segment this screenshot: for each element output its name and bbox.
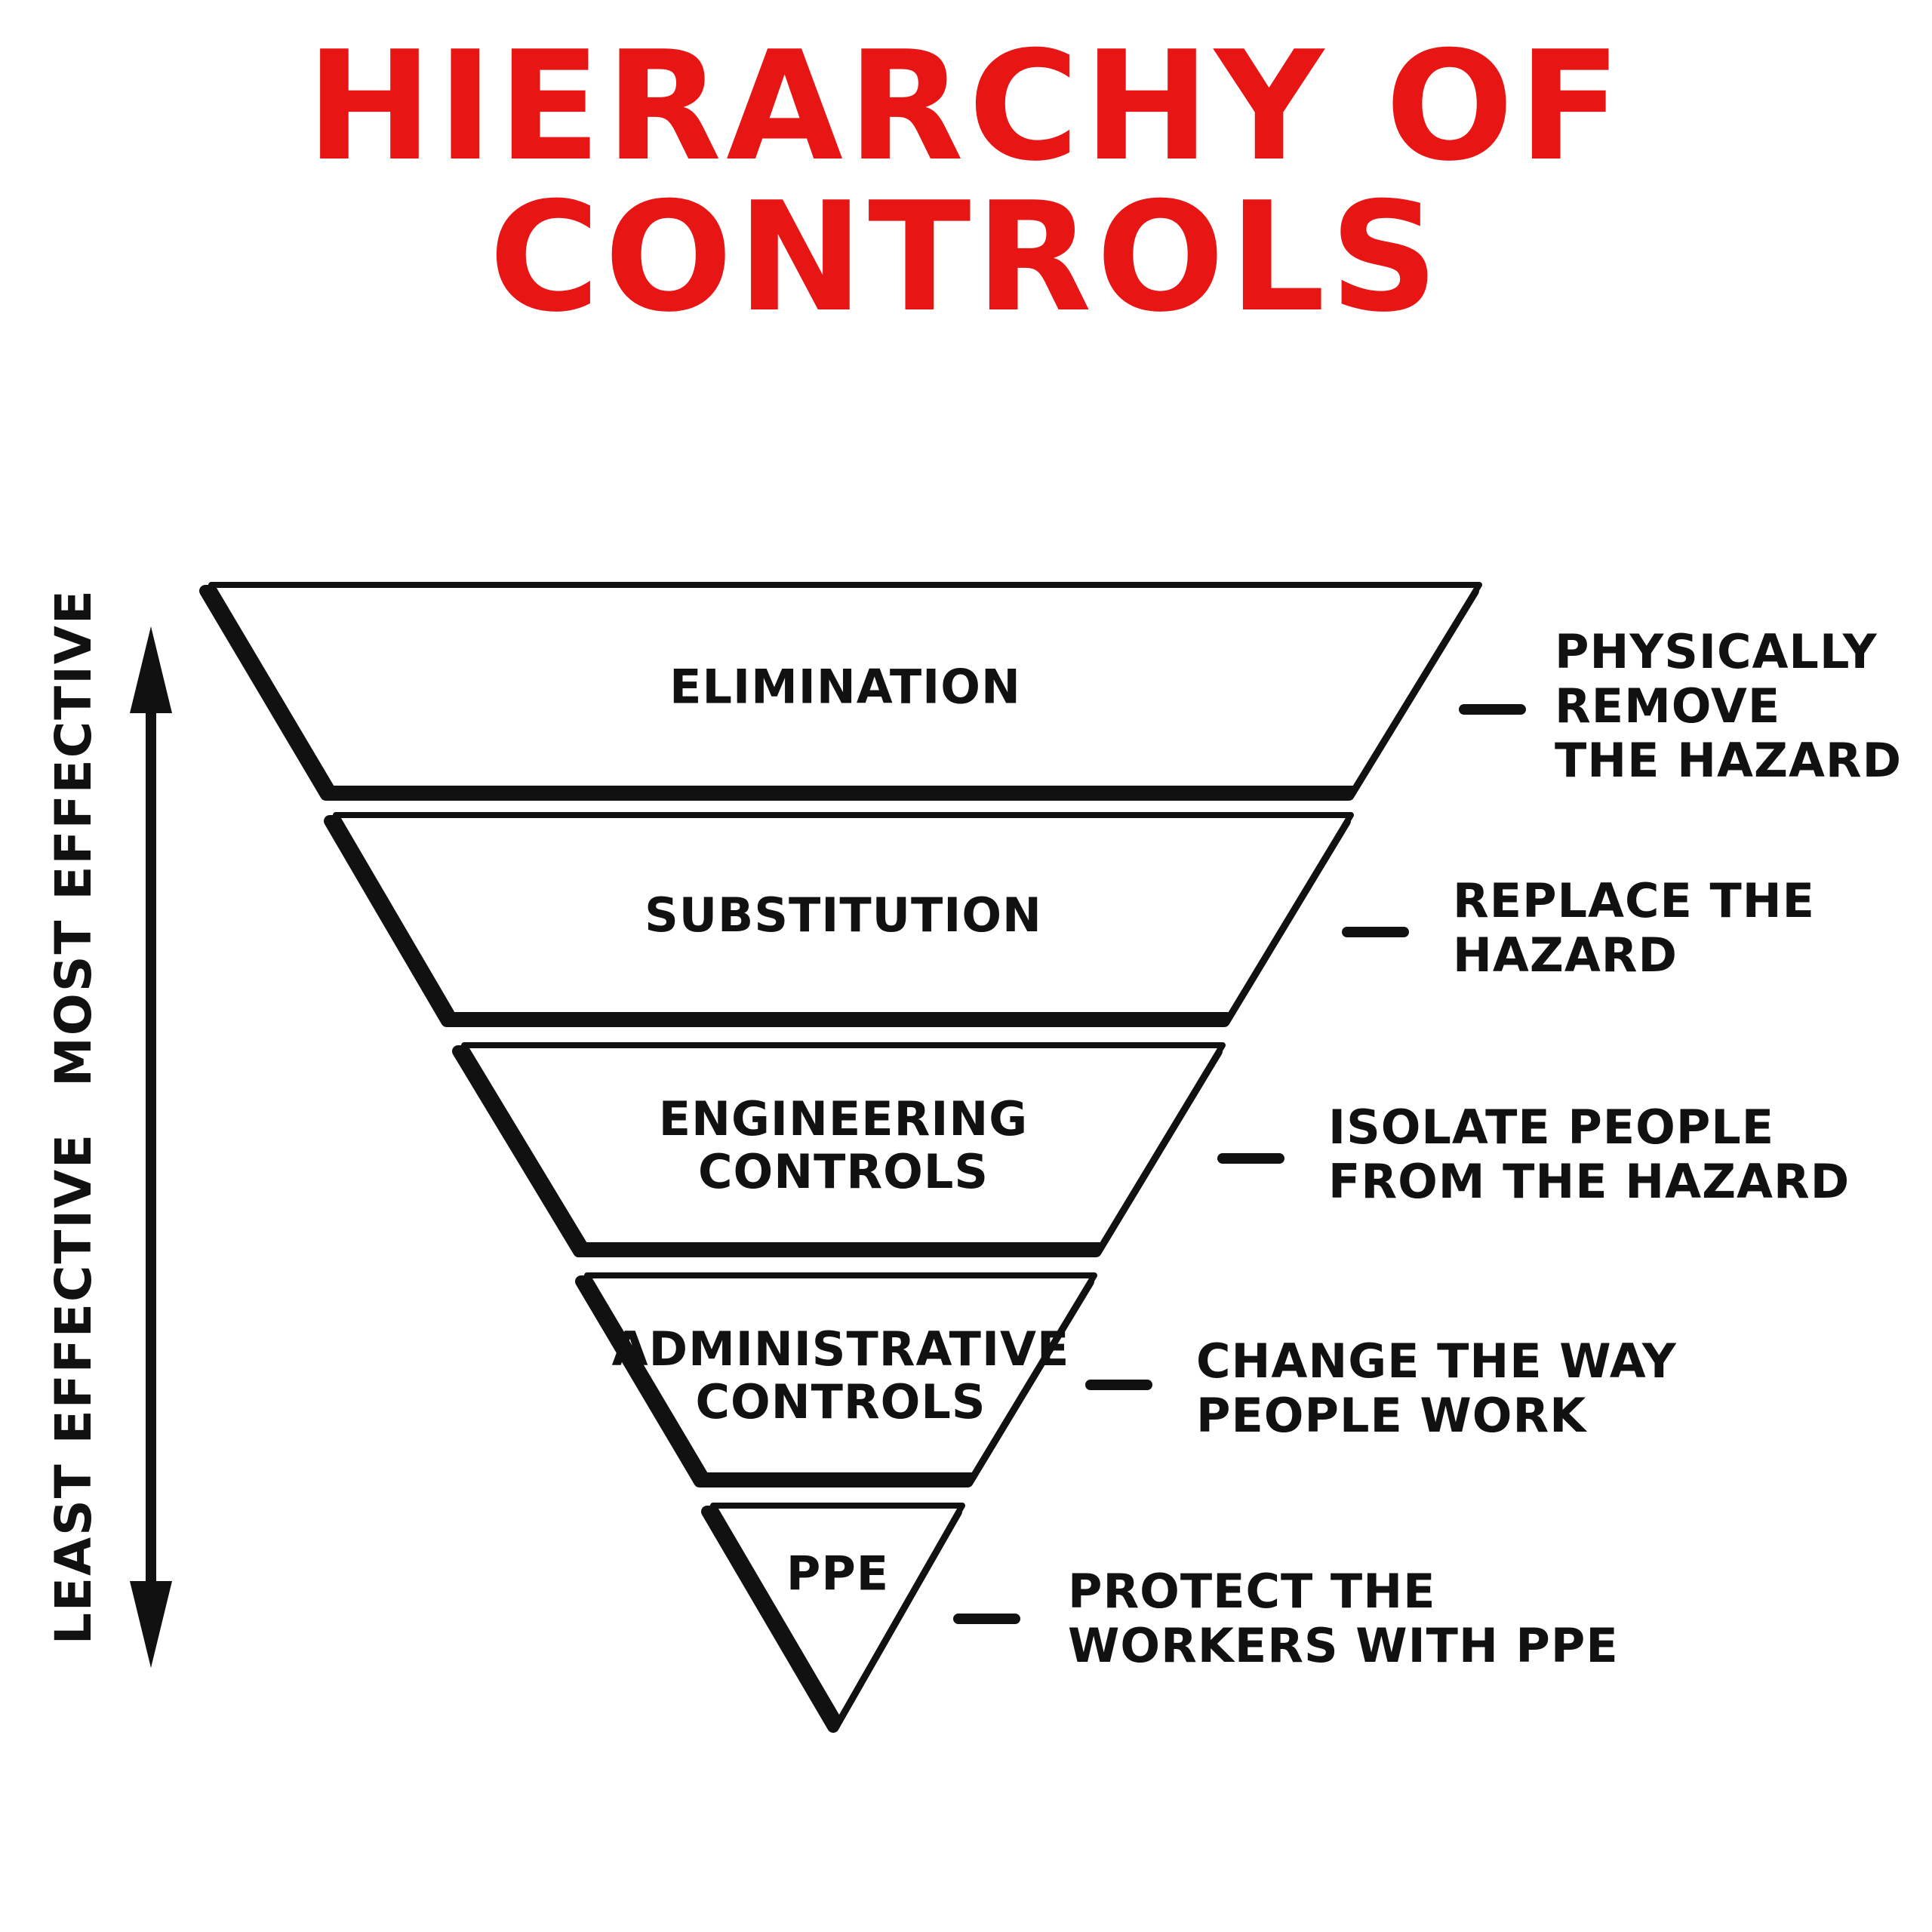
level-description-line: FROM THE HAZARD [1328,1154,1850,1209]
level-shape [710,1503,965,1724]
level-description-line: ISOLATE PEOPLE [1328,1100,1774,1155]
title: HIERARCHY OF CONTROLS [306,19,1626,346]
level-shape [208,582,1482,792]
level-name-line: ENGINEERING [659,1091,1028,1146]
level-name-line: PPE [786,1546,889,1601]
level-description-line: WORKERS WITH PPE [1068,1618,1619,1673]
level-description-line: PHYSICALLY [1555,624,1878,679]
level-shape [333,812,1354,1018]
title-line-2: CONTROLS [489,170,1443,346]
level-name-line: ADMINISTRATIVE [612,1321,1070,1377]
level-description-line: PROTECT THE [1068,1564,1435,1619]
level-shape [584,1272,1097,1478]
level-name-line: CONTROLS [696,1374,986,1429]
axis-arrow-down-icon [130,1581,172,1668]
level-name-line: SUBSTITUTION [645,888,1042,943]
level-description-line: REMOVE [1555,678,1780,734]
most-effective-label: MOST EFFECTIVE [45,589,103,1087]
level-shape [461,1042,1226,1248]
level-description-line: PEOPLE WORK [1196,1388,1587,1443]
level-description-line: CHANGE THE WAY [1196,1334,1677,1389]
level-description-line: HAZARD [1453,928,1678,983]
axis-arrow-up-icon [130,626,172,713]
level-name-line: CONTROLS [698,1144,989,1199]
title-line-1: HIERARCHY OF [306,19,1626,195]
level-name-line: ELIMINATION [669,660,1021,715]
level-description-line: THE HAZARD [1555,733,1902,788]
least-effective-label: LEAST EFFECTIVE [45,1133,103,1644]
level-description-line: REPLACE THE [1453,873,1815,928]
effectiveness-axis: MOST EFFECTIVE LEAST EFFECTIVE [45,589,172,1668]
